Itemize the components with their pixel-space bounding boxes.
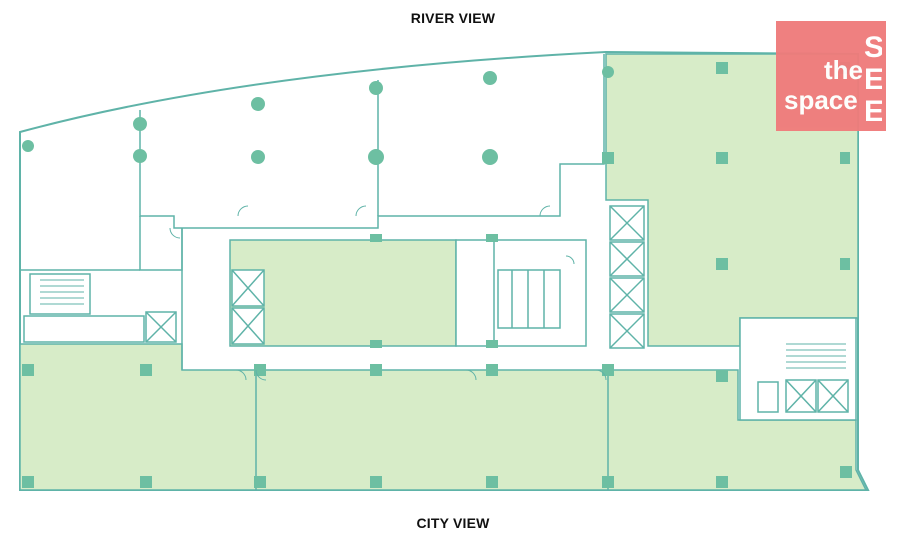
- lift-bank-left: [231, 269, 265, 345]
- svg-text:S: S: [864, 31, 882, 64]
- door-swings: [169, 205, 607, 381]
- central-core: [455, 239, 587, 347]
- columns-round: [22, 66, 614, 165]
- svg-text:E: E: [864, 95, 882, 125]
- south-partitions: [255, 370, 609, 490]
- the-space-logo: the space S E E: [776, 21, 886, 131]
- west-core: [23, 273, 177, 343]
- city-view-label: CITY VIEW: [416, 515, 490, 531]
- lift-bank-right: [609, 205, 645, 349]
- river-view-label: RIVER VIEW: [410, 10, 496, 26]
- logo-word-the: the: [824, 55, 863, 85]
- columns-square: [22, 62, 852, 488]
- logo-mark-icon: S E E: [864, 31, 882, 125]
- east-core: [739, 317, 857, 421]
- leased-zone-center: [229, 239, 457, 347]
- north-partitions: [19, 54, 605, 370]
- logo-word-space: space: [784, 85, 858, 115]
- svg-text:E: E: [864, 63, 882, 96]
